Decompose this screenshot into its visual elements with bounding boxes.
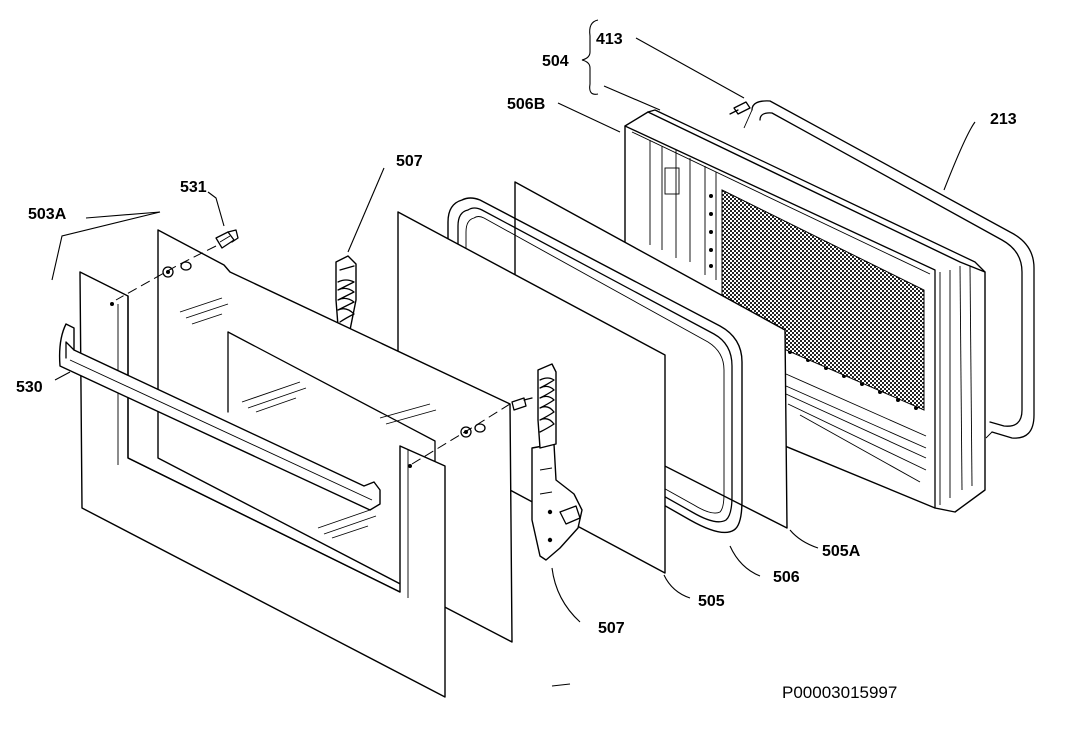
label-503A: 503A	[28, 206, 67, 223]
label-213: 213	[990, 111, 1017, 128]
label-506: 506	[773, 569, 800, 586]
outer-door-panel-503A	[58, 271, 446, 698]
label-505A: 505A	[822, 543, 861, 560]
hinge-screw	[511, 397, 533, 411]
frame-rivets	[709, 194, 918, 410]
label-504: 504	[542, 53, 569, 70]
hinge-507-bottom	[531, 363, 583, 561]
door-handle-530	[58, 323, 381, 511]
part-labels: 413 504 506B 213 507 531 503A 530 505A 5…	[16, 31, 1017, 637]
hinge-507-top	[335, 255, 357, 333]
label-530: 530	[16, 379, 43, 396]
mesh-screen	[721, 189, 925, 411]
screw-531	[215, 229, 239, 249]
alignment-lines	[115, 245, 511, 465]
label-507-top: 507	[396, 153, 423, 170]
rear-door-seal-213	[743, 100, 1035, 439]
glass-seal-506	[447, 197, 743, 534]
leader-lines	[51, 19, 976, 687]
label-531: 531	[180, 179, 207, 196]
label-413: 413	[596, 31, 623, 48]
label-505: 505	[698, 593, 725, 610]
screw-413	[729, 101, 751, 115]
label-507-bottom: 507	[598, 620, 625, 637]
label-506B: 506B	[507, 96, 545, 113]
washer-right	[474, 423, 486, 433]
washer-left	[180, 261, 192, 271]
drawing-code: P00003015997	[782, 683, 897, 702]
